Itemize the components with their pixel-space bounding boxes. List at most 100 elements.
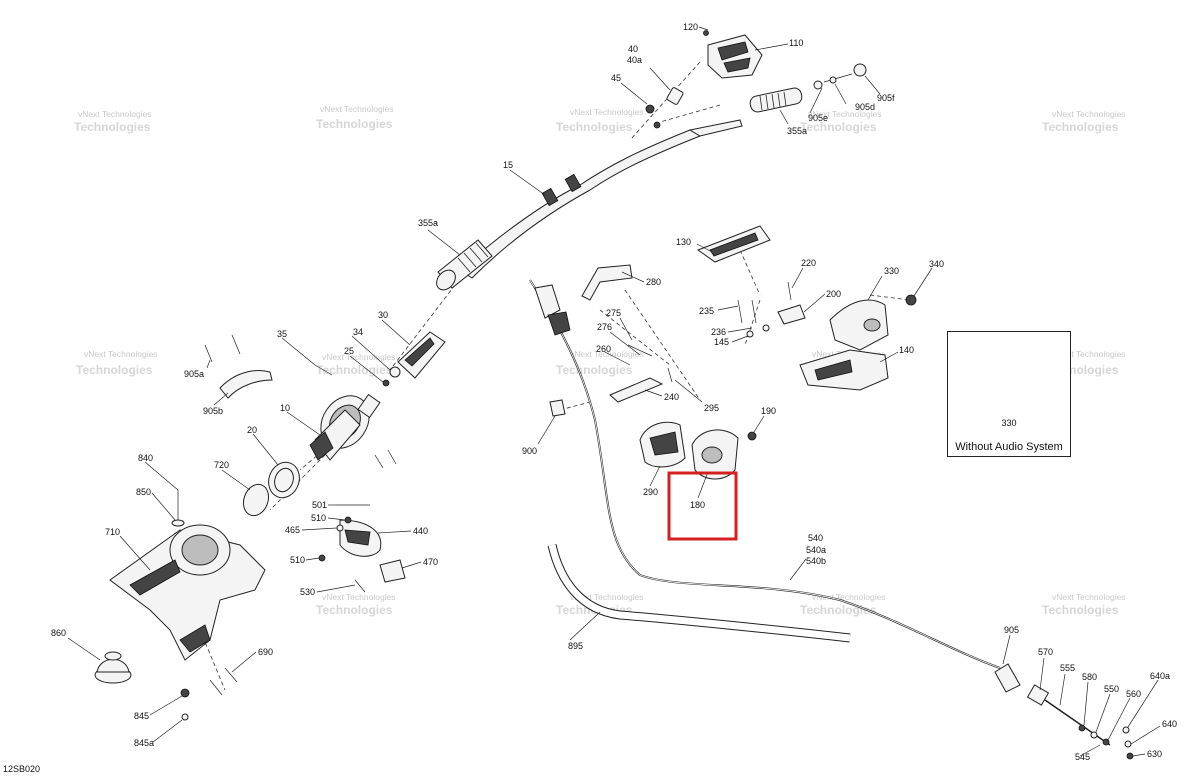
watermark-text: Technologies — [316, 363, 393, 377]
part-label: 470 — [423, 557, 438, 567]
switch-290 — [639, 421, 686, 468]
nut-25 — [382, 379, 390, 387]
cover-330 — [829, 299, 889, 351]
watermark-text: Technologies — [556, 120, 633, 134]
watermark-text: Technologies — [1042, 603, 1119, 617]
watermark-text: Technologies — [74, 120, 151, 134]
watermark-text: Technologies — [800, 120, 877, 134]
washer-640 — [1124, 740, 1132, 748]
bolt-35 — [314, 364, 333, 376]
clamp-40 — [666, 87, 684, 105]
part-label: 220 — [801, 258, 816, 268]
spring-295 — [667, 367, 673, 383]
part-label: 280 — [646, 277, 661, 287]
part-label: 560 — [1126, 689, 1141, 699]
part-label: 720 — [214, 460, 229, 470]
cover-280 — [581, 264, 633, 301]
part-label: 40a — [627, 55, 642, 65]
ring-720 — [242, 483, 270, 517]
grip-355a-right — [749, 87, 803, 113]
pin-235 — [737, 299, 743, 324]
watermark-text: Technologies — [316, 117, 393, 131]
screw-220 — [787, 281, 792, 301]
steering-housing-10 — [309, 393, 381, 461]
part-label: 710 — [105, 527, 120, 537]
watermark-group: vNext Technologies Technologies vNext Te… — [74, 104, 1126, 617]
watermark-text: Technologies — [556, 363, 633, 377]
part-label: 35 — [277, 329, 287, 339]
cover-180 — [691, 429, 739, 480]
bolt-640a — [1122, 726, 1130, 734]
part-label: 145 — [714, 337, 729, 347]
part-label: 845a — [134, 738, 154, 748]
part-label: 40 — [628, 44, 638, 54]
part-label: 570 — [1038, 647, 1053, 657]
nut-45 — [645, 104, 655, 114]
part-label: 550 — [1104, 684, 1119, 694]
watermark-text: vNext Technologies — [1052, 109, 1126, 119]
watermark-text: Technologies — [76, 363, 153, 377]
pin-276 — [627, 344, 653, 357]
bar-end-905 — [813, 63, 867, 90]
switch-housing-110 — [707, 34, 763, 79]
watermark-text: vNext Technologies — [808, 109, 882, 119]
part-label: 180 — [690, 500, 705, 510]
part-label: 630 — [1147, 749, 1162, 759]
watermark-text: vNext Technologies — [1052, 349, 1126, 359]
handlebar-15 — [459, 119, 743, 279]
part-label: 840 — [138, 453, 153, 463]
part-label: 200 — [826, 289, 841, 299]
inset-part-label: 330 — [1001, 418, 1017, 428]
washer-550 — [1090, 731, 1098, 739]
screw-236 — [762, 324, 770, 332]
part-label: 10 — [280, 403, 290, 413]
part-label: 580 — [1082, 672, 1097, 682]
part-label: 465 — [285, 525, 300, 535]
watermark-text: vNext Technologies — [320, 104, 394, 114]
part-label: 190 — [761, 406, 776, 416]
leader-lines — [67, 26, 1161, 757]
part-label: 15 — [503, 160, 513, 170]
part-label: 355a — [418, 218, 438, 228]
screw-120 — [703, 30, 709, 36]
watermark-text: vNext Technologies — [78, 109, 152, 119]
cable-fitting-570 — [1026, 684, 1050, 706]
part-label: 260 — [596, 344, 611, 354]
watermark-text: Technologies — [316, 603, 393, 617]
part-label: 45 — [611, 73, 621, 83]
cable-end-545 — [1044, 699, 1111, 746]
watermark-text: vNext Technologies — [84, 349, 158, 359]
part-label: 905a — [184, 369, 204, 379]
part-label: 905b — [203, 406, 223, 416]
nut-510a — [344, 516, 352, 524]
washer-845a — [181, 713, 189, 721]
watermark-text: vNext Technologies — [570, 107, 644, 117]
nut-845 — [180, 688, 190, 698]
part-label: 290 — [643, 487, 658, 497]
part-label: 130 — [676, 237, 691, 247]
washer-34 — [389, 366, 401, 378]
part-label: 501 — [312, 500, 327, 510]
watermark-text: vNext Technologies — [812, 592, 886, 602]
part-label: 120 — [683, 22, 698, 32]
bracket-440 — [339, 519, 382, 557]
watermark-text: vNext Technologies — [570, 592, 644, 602]
connector-200 — [777, 304, 806, 325]
part-label: 440 — [413, 526, 428, 536]
part-label: 905e — [808, 113, 828, 123]
grip-355a-left — [436, 239, 493, 291]
bracket-470 — [379, 559, 406, 583]
watermark-text: vNext Technologies — [570, 349, 644, 359]
lever-240 — [609, 377, 664, 403]
pin-235b — [751, 299, 757, 324]
part-label: 540b — [806, 556, 826, 566]
diagram-reference-code: 12SB020 — [3, 764, 41, 774]
part-label: 276 — [597, 322, 612, 332]
steering-base-710 — [109, 524, 266, 661]
part-label: 895 — [568, 641, 583, 651]
inset-caption: Without Audio System — [955, 441, 1063, 453]
part-label: 34 — [353, 327, 363, 337]
bolt-45 — [653, 121, 661, 129]
part-label: 140 — [899, 345, 914, 355]
highlight-box-180 — [667, 471, 738, 541]
